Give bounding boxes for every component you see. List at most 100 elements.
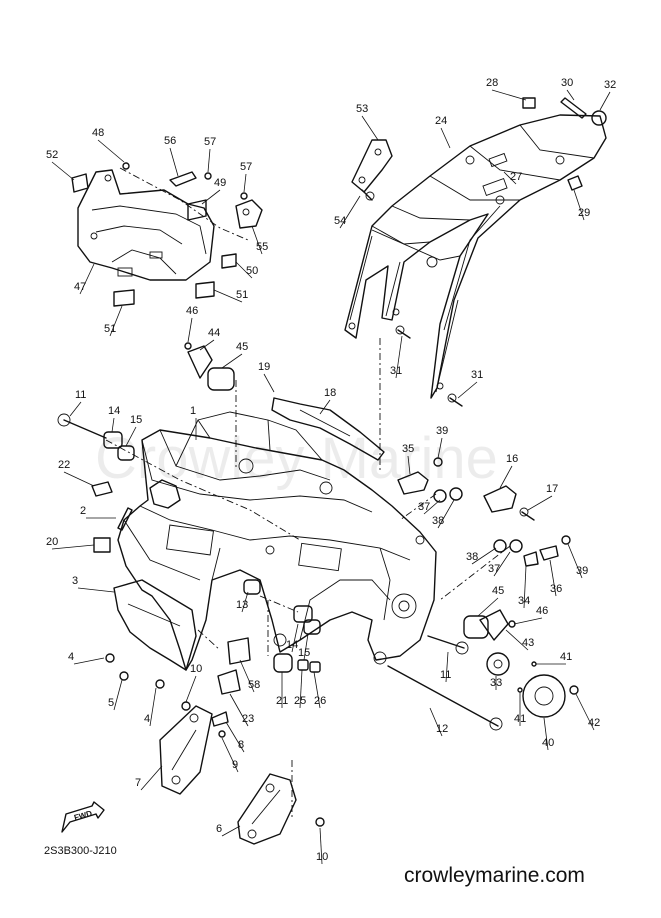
leader-line-28 [491,89,527,101]
bolt-5 [119,671,129,681]
leader-line-38 [437,499,455,529]
head-pipe [149,479,181,509]
callout-48: 48 [92,127,104,139]
bolt-31a [395,325,411,339]
callout-33: 33 [490,677,502,689]
leader-line-8 [225,721,245,753]
strip-30 [560,97,587,119]
fwd-arrow-icon: FWD [61,801,105,833]
callout-13: 13 [236,599,248,611]
callout-49: 49 [214,177,226,189]
leader-line-55 [251,225,263,255]
collar-33 [486,652,510,676]
screw-57a [204,172,212,180]
callout-50: 50 [246,265,258,277]
leader-line-37 [423,499,441,515]
leader-line-31 [457,381,478,399]
cap-21 [273,653,293,673]
bushing-37a [433,489,447,503]
leader-line-48 [97,139,125,163]
callout-52: 52 [46,149,58,161]
leader-line-12 [429,707,443,737]
website-text: crowleymarine.com [404,864,585,887]
leader-line-58 [239,659,255,693]
spacer-15b [303,619,321,635]
callout-28: 28 [486,77,498,89]
callout-43: 43 [522,637,534,649]
callout-18: 18 [324,387,336,399]
callout-38: 38 [466,551,478,563]
leader-line-23 [229,693,249,727]
callout-15: 15 [298,647,310,659]
bracket-35 [397,471,429,495]
callout-9: 9 [232,759,238,771]
callout-20: 20 [46,536,58,548]
callout-32: 32 [604,79,616,91]
side-cover [77,169,215,281]
callout-25: 25 [294,695,306,707]
leader-line-53 [361,115,379,141]
collar-13 [243,579,261,595]
label-22 [91,481,113,497]
callout-37: 37 [418,501,430,513]
collar-45a [207,367,235,391]
callout-14: 14 [286,639,298,651]
bolt-11b [427,635,469,655]
callout-39: 39 [576,565,588,577]
leader-line-52 [51,161,75,181]
callout-41: 41 [514,713,526,725]
leader-line-4 [73,657,105,665]
bolt-10a [181,701,191,711]
bracket-56 [169,171,197,187]
callout-31: 31 [471,369,483,381]
main-frame [117,411,437,671]
callout-11: 11 [75,389,86,401]
callout-57: 57 [240,161,252,173]
leader-line-36 [549,559,557,597]
leader-line-32 [599,91,611,111]
screw-48 [122,162,130,170]
label-50 [221,253,237,269]
leader-line-15 [303,633,309,661]
callout-8: 8 [238,739,244,751]
callout-15: 15 [130,414,142,426]
leader-line-10 [185,675,197,703]
callout-14: 14 [108,405,120,417]
bolt-4b [155,679,165,689]
callout-numbers: 1234456789101011111213141415151617181920… [46,77,616,863]
callout-40: 40 [542,737,554,749]
leader-line-7 [140,765,163,791]
leader-line-13 [241,591,249,613]
leader-line-38 [471,547,497,565]
leader-line-30 [566,89,575,101]
label-20 [93,537,111,553]
callout-27: 27 [510,171,522,183]
callout-36: 36 [550,583,562,595]
bolt-17 [519,507,535,521]
cap-28 [522,97,536,109]
callout-22: 22 [58,459,70,471]
callout-51: 51 [104,323,116,335]
leader-line-39 [437,437,443,459]
screw-57b [240,192,248,200]
callout-11: 11 [440,669,451,681]
callout-3: 3 [72,575,78,587]
callout-16: 16 [506,453,518,465]
callout-4: 4 [68,651,74,663]
diagram-code: 2S3B300-J210 [44,845,117,857]
bolt-10b [315,817,325,827]
screw-9 [218,730,226,738]
callout-29: 29 [578,207,590,219]
leader-line-18 [319,399,331,415]
plate-40 [522,674,566,718]
bolt-4a [105,653,115,663]
callout-55: 55 [256,241,268,253]
bracket-23 [217,669,241,695]
bushing-38b [493,539,507,553]
bolt-11a [57,413,107,439]
callout-5: 5 [108,697,114,709]
leader-line-47 [79,263,95,295]
leader-line-3 [77,587,115,593]
callout-19: 19 [258,361,270,373]
